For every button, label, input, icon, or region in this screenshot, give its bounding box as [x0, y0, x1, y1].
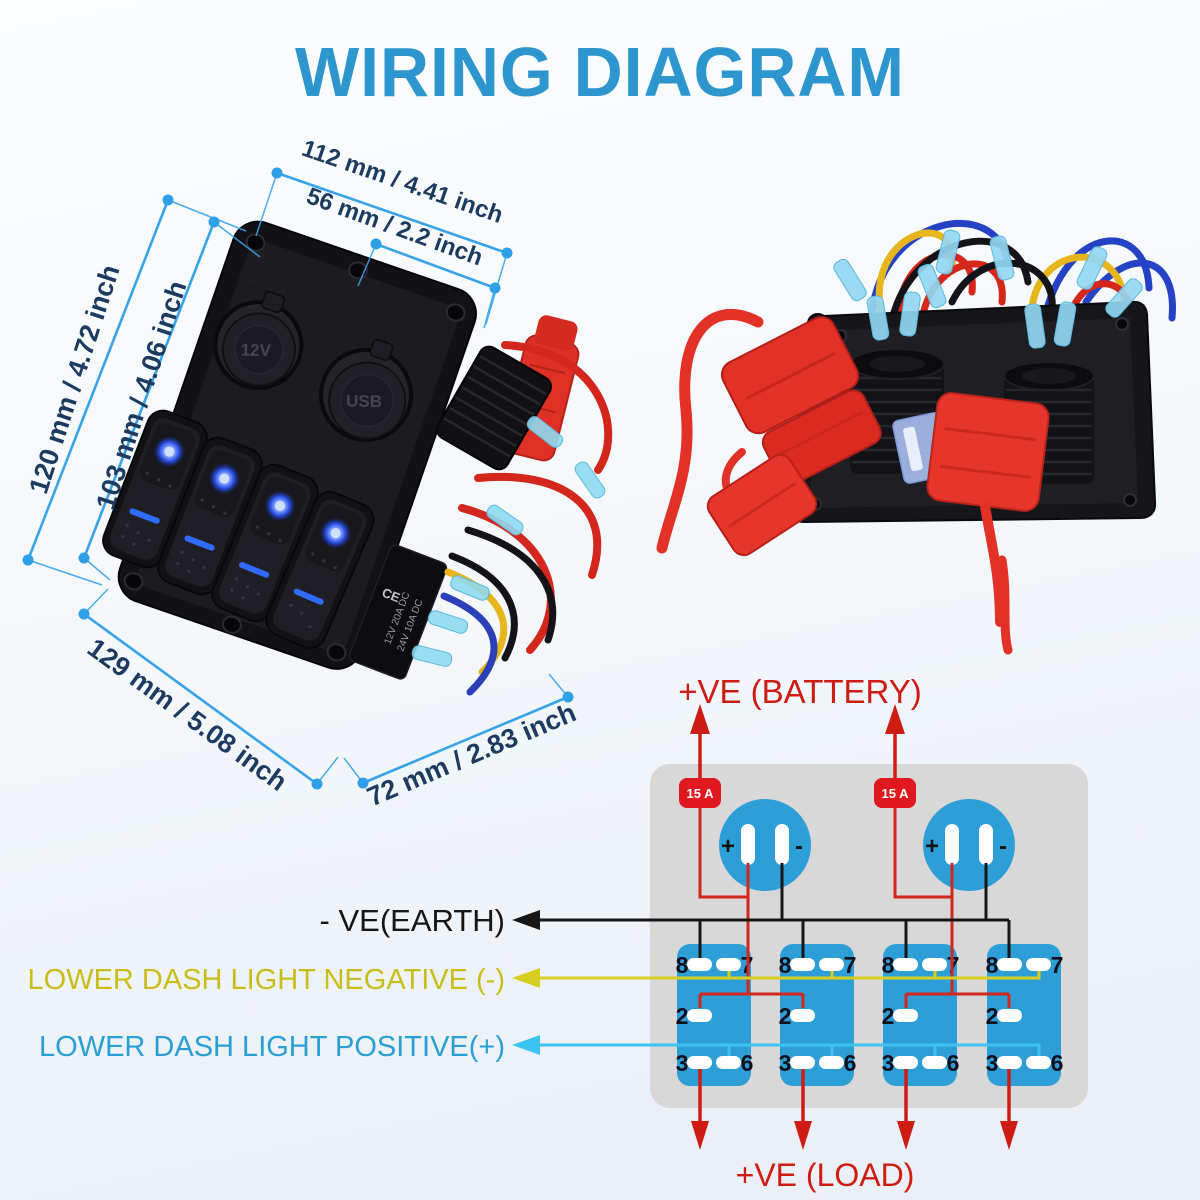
- schematic-socket-1: + -: [719, 799, 811, 891]
- battery-arrow-icon: [885, 704, 905, 734]
- load-arrow-icon: [794, 1121, 812, 1150]
- socket-2-plus: +: [925, 833, 939, 860]
- dash-positive-arrow-icon: [512, 1035, 540, 1055]
- earth-wiring: [538, 863, 1011, 958]
- sw2-terminal-3: 3: [779, 1050, 792, 1076]
- back-fuse-holder-left: [720, 316, 882, 486]
- schematic-switch-1: 8 7 2 3 6: [676, 944, 754, 1086]
- dash-negative-label: LOWER DASH LIGHT NEGATIVE (-): [28, 964, 505, 996]
- sw2-terminal-7: 7: [844, 952, 857, 978]
- wiring-schematic: +VE (BATTERY) 15 A 15 A + - + -: [28, 673, 1088, 1193]
- dash-negative-wiring: [538, 971, 1041, 980]
- power-socket-12v: 12V: [213, 291, 304, 391]
- fuse-holder-cable-center-2: [997, 555, 1013, 655]
- battery-label: +VE (BATTERY): [678, 673, 922, 710]
- fuse-2: 15 A: [874, 778, 916, 808]
- ce-mark-label: CE: [380, 585, 403, 606]
- panel-screw-holes: [123, 233, 466, 662]
- socket-1-plus: +: [721, 833, 735, 860]
- sw3-terminal-3: 3: [882, 1050, 895, 1076]
- schematic-switch-3: 8 7 2 3 6: [882, 944, 960, 1086]
- sw4-terminal-8: 8: [986, 952, 999, 978]
- sw2-terminal-2: 2: [779, 1003, 792, 1029]
- schematic-switch-2: 8 7 2 3 6: [779, 944, 857, 1086]
- front-crimp-connectors: [411, 416, 606, 667]
- usb-socket: USB: [318, 338, 413, 442]
- dimension-lines: [22, 167, 574, 790]
- front-panel-photo: 12V USB: [102, 220, 613, 696]
- earth-arrow-icon: [512, 910, 540, 930]
- positive-wiring: [698, 808, 1011, 1008]
- sw3-terminal-8: 8: [882, 952, 895, 978]
- dash-positive-wiring: [538, 1043, 1041, 1056]
- back-fuse-holder-center: [926, 392, 1050, 512]
- rocker-switch-3: [211, 463, 319, 623]
- switch-body-side: [348, 544, 448, 680]
- socket-1-minus: -: [795, 833, 803, 860]
- battery-arrow-icon: [690, 704, 710, 734]
- rocker-switch-1: [102, 409, 208, 569]
- rocker-switch-4: [265, 490, 375, 650]
- fuse-holder-cable-left: [656, 309, 764, 554]
- schematic-switch-4: 8 7 2 3 6: [986, 944, 1064, 1086]
- page-title: WIRING DIAGRAM: [295, 33, 905, 111]
- back-panel-photo: [656, 220, 1176, 655]
- socket-barrel: [436, 345, 552, 471]
- back-crimp-connectors: [833, 229, 1143, 349]
- sw1-terminal-3: 3: [676, 1050, 689, 1076]
- load-arrow-icon: [1000, 1121, 1018, 1150]
- fuse-1: 15 A: [679, 778, 721, 808]
- load-arrow-icon: [897, 1121, 915, 1150]
- battery-feed-arrows: [690, 704, 905, 778]
- sw1-terminal-8: 8: [676, 952, 689, 978]
- rocker-switch-2: [157, 436, 263, 596]
- load-arrow-icon: [691, 1121, 709, 1150]
- sw2-terminal-8: 8: [779, 952, 792, 978]
- fuse-holder-cable-center: [980, 501, 1005, 627]
- fuse-1-label: 15 A: [687, 786, 715, 801]
- sw4-terminal-7: 7: [1051, 952, 1064, 978]
- sw1-terminal-6: 6: [741, 1050, 754, 1076]
- rocker-switches: [102, 409, 375, 650]
- schematic-socket-2: + -: [923, 799, 1015, 891]
- load-label: +VE (LOAD): [736, 1157, 915, 1193]
- back-fuse-cap: [706, 453, 818, 557]
- socket-12v-label: 12V: [241, 341, 272, 361]
- fuse-2-label: 15 A: [882, 786, 910, 801]
- sw1-terminal-2: 2: [676, 1003, 689, 1029]
- load-arrows: [691, 1069, 1018, 1150]
- sw4-terminal-6: 6: [1051, 1050, 1064, 1076]
- socket-2-minus: -: [999, 833, 1007, 860]
- sw4-terminal-3: 3: [986, 1050, 999, 1076]
- sw3-terminal-6: 6: [947, 1050, 960, 1076]
- sw4-terminal-2: 2: [986, 1003, 999, 1029]
- socket-usb-label: USB: [346, 392, 382, 412]
- dimension-endpoints: [22, 167, 574, 790]
- sw3-terminal-2: 2: [882, 1003, 895, 1029]
- earth-label: - VE(EARTH): [320, 903, 505, 938]
- sw2-terminal-6: 6: [844, 1050, 857, 1076]
- dash-negative-arrow-icon: [512, 968, 540, 988]
- dash-positive-label: LOWER DASH LIGHT POSITIVE(+): [39, 1031, 505, 1063]
